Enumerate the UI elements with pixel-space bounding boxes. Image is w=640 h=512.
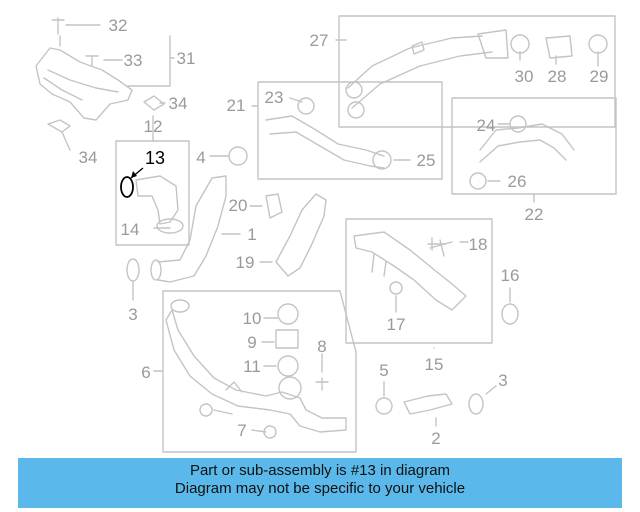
part-label-31: 31 [177, 49, 196, 68]
group-box-6 [162, 290, 357, 453]
part-label-11: 11 [243, 357, 261, 376]
part-label-29: 29 [590, 67, 609, 86]
info-banner: Part or sub-assembly is #13 in diagram D… [18, 458, 622, 508]
group-box-15 [345, 218, 493, 344]
part-label-10: 10 [243, 309, 262, 328]
group-box-27 [338, 15, 616, 128]
group-box-22 [451, 97, 617, 195]
part-label-12: 12 [144, 117, 163, 136]
hose-part-1 [157, 175, 227, 283]
part-label-30: 30 [515, 67, 534, 86]
part-label-34-left: 34 [79, 148, 98, 167]
part-label-2: 2 [431, 429, 440, 448]
part-label-3-left: 3 [128, 305, 137, 324]
part-label-16: 16 [501, 266, 520, 285]
part-label-19: 19 [236, 253, 255, 272]
part-label-18: 18 [469, 235, 488, 254]
parts-diagram: 1 2 3 3 4 5 6 7 8 9 10 11 12 13 14 15 16… [35, 15, 617, 453]
part-label-20: 20 [229, 196, 248, 215]
part-label-33: 33 [124, 51, 143, 70]
group-box-21 [257, 81, 443, 180]
banner-line-part-number: Part or sub-assembly is #13 in diagram [189, 462, 451, 479]
part-label-7: 7 [237, 421, 246, 440]
part-label-26: 26 [508, 172, 527, 191]
part-label-1: 1 [247, 225, 256, 244]
part-label-24: 24 [477, 116, 496, 135]
o-ring-part-13 [120, 176, 134, 198]
pipe-part-19 [275, 193, 327, 277]
part-label-13: 13 [145, 148, 165, 168]
part-label-25: 25 [417, 151, 436, 170]
part-label-6: 6 [141, 363, 150, 382]
part-label-8: 8 [317, 337, 326, 356]
banner-line-disclaimer: Diagram may not be specific to your vehi… [174, 480, 466, 497]
part-label-21: 21 [227, 96, 246, 115]
part-label-5: 5 [379, 361, 388, 380]
part-label-4: 4 [196, 148, 205, 167]
part-label-23: 23 [265, 88, 284, 107]
part-label-32: 32 [109, 16, 128, 35]
callout-arrow-13 [131, 171, 137, 178]
part-label-22: 22 [525, 205, 544, 224]
part-label-9: 9 [247, 333, 256, 352]
pipe-part-6 [165, 309, 347, 433]
part-label-34-right: 34 [169, 94, 188, 113]
part-label-14: 14 [121, 220, 140, 239]
part-label-15: 15 [425, 355, 444, 374]
part-label-17: 17 [387, 315, 406, 334]
bracket-part [35, 47, 133, 121]
part-label-27: 27 [310, 31, 329, 50]
part-label-3-right: 3 [498, 371, 507, 390]
part-label-28: 28 [548, 67, 567, 86]
